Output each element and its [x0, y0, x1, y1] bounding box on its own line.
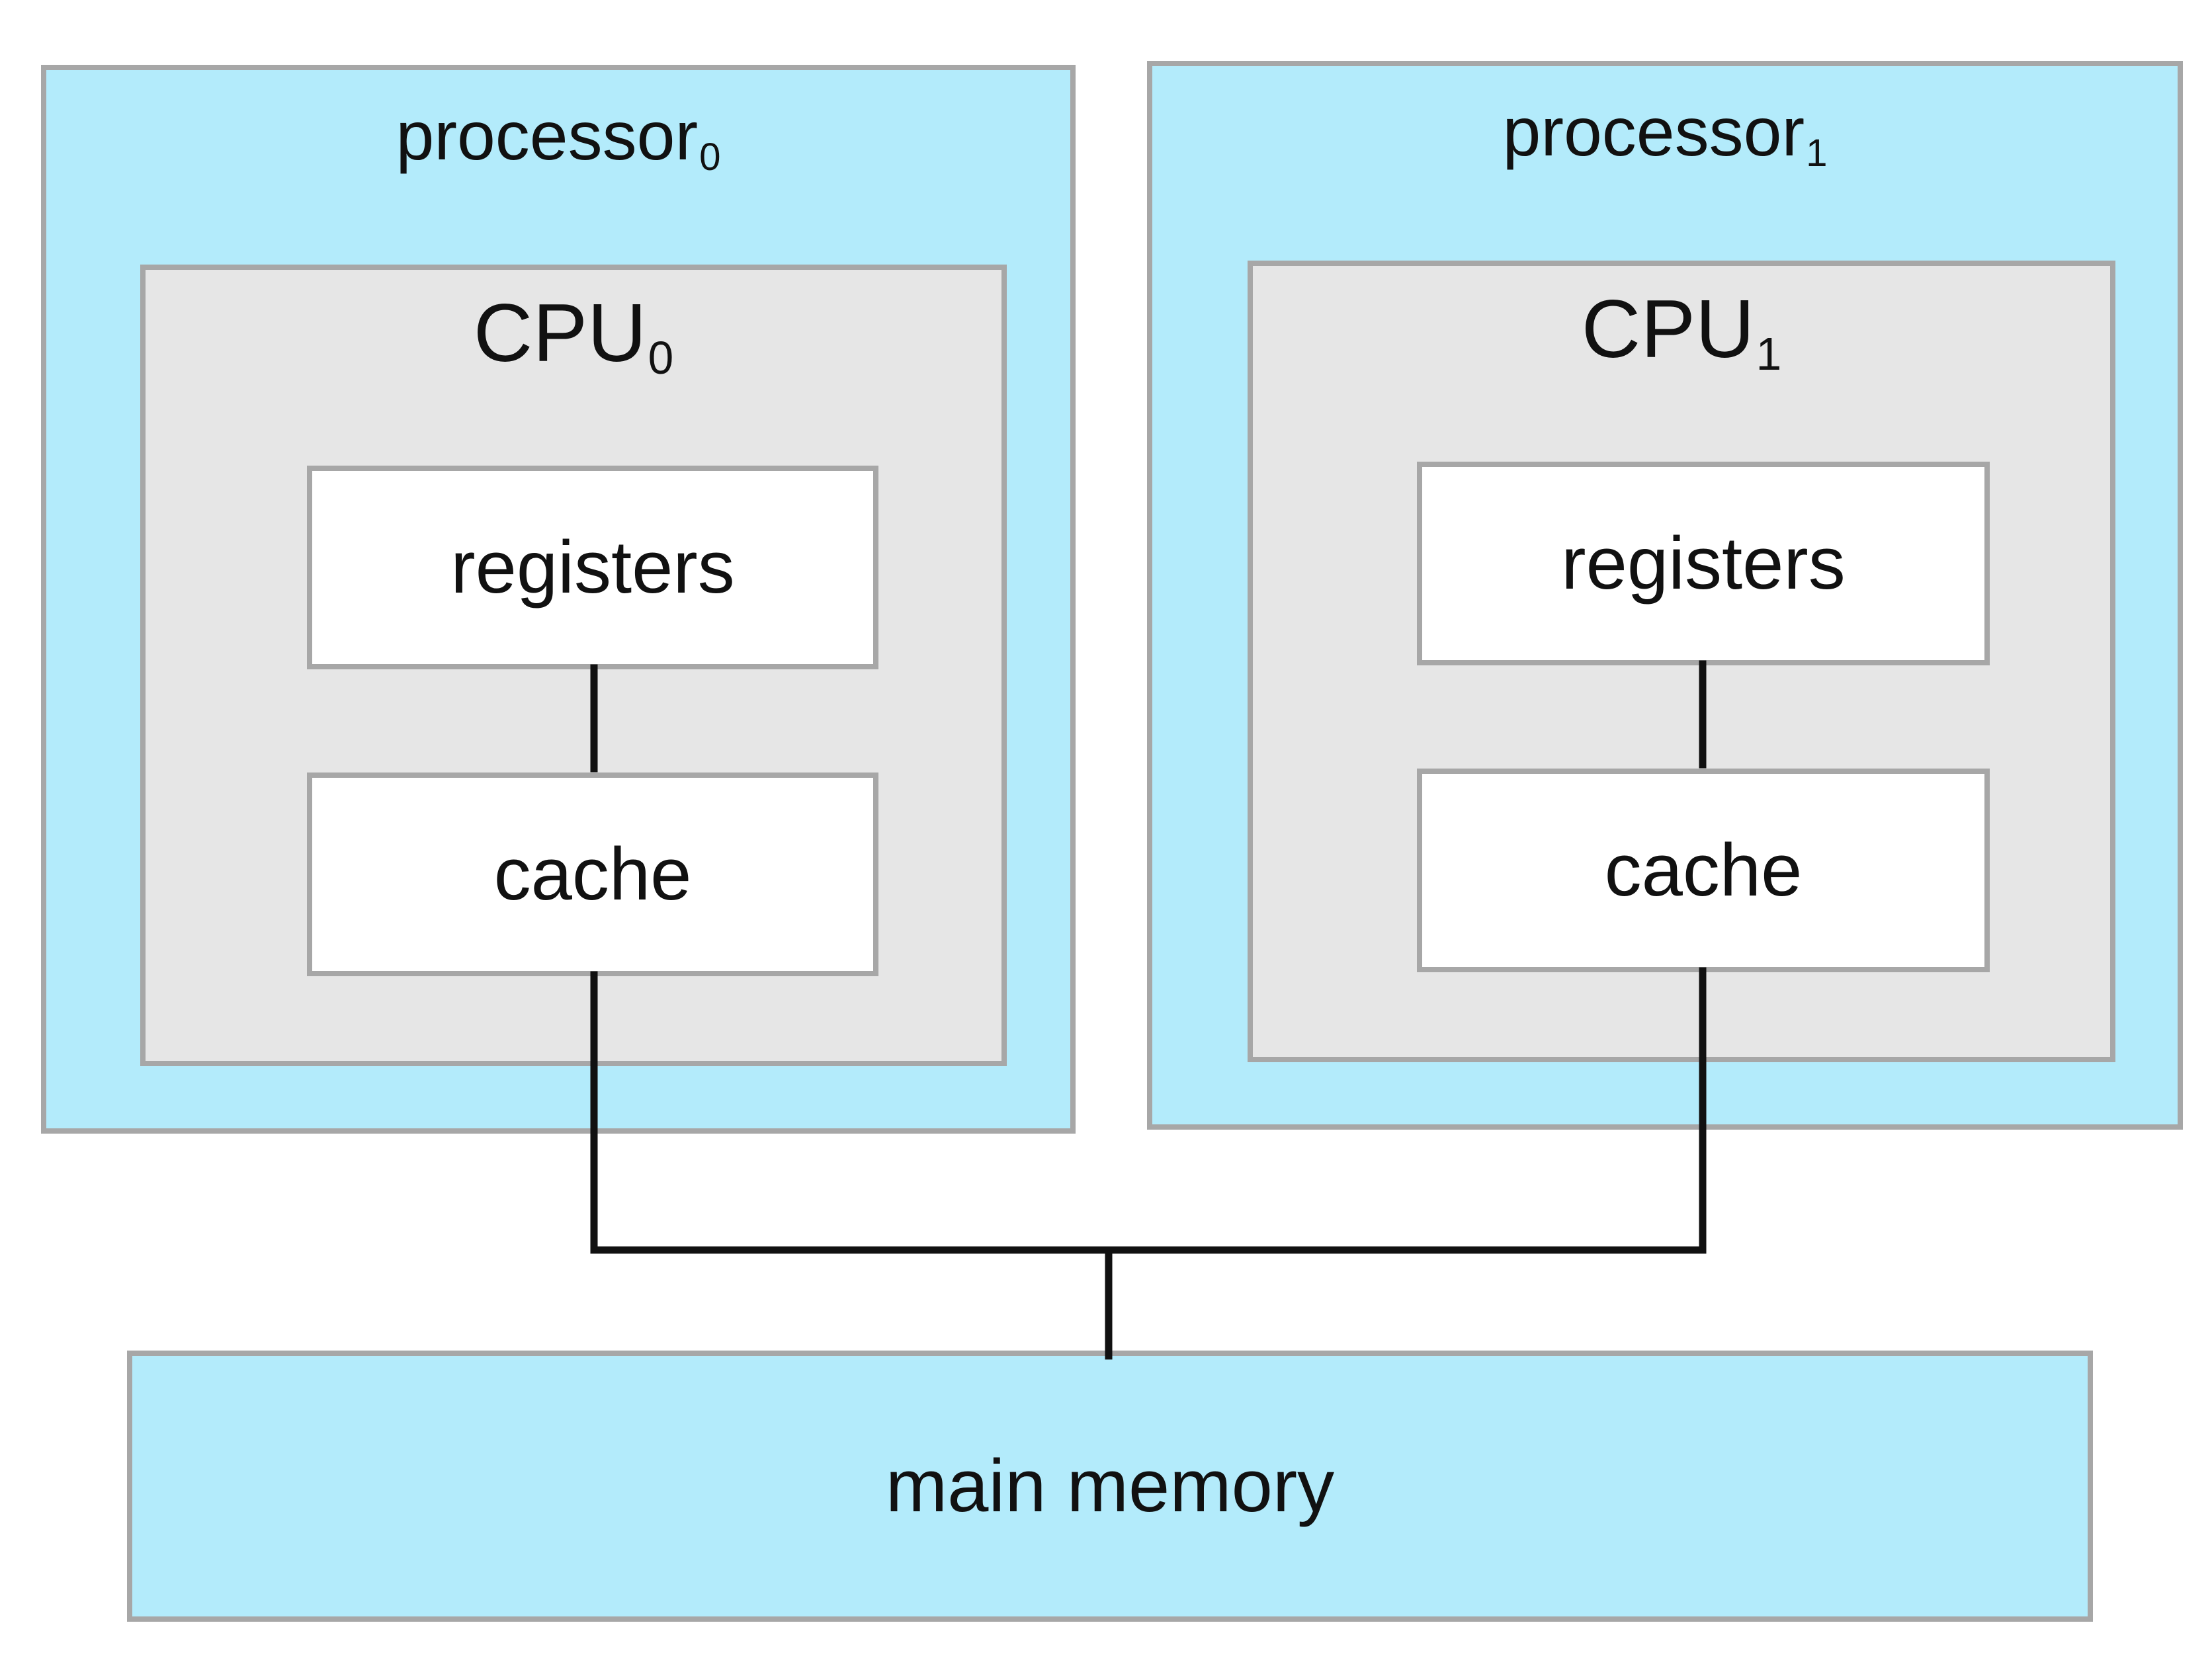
cpu-1-name: CPU — [1581, 284, 1755, 375]
registers-0-label: registers — [450, 526, 735, 608]
cpu-0-label: CPU0 — [146, 292, 1001, 382]
processor-0-name: processor — [396, 98, 699, 175]
cpu-1-index: 1 — [1756, 328, 1782, 380]
cache-1-box: cache — [1417, 769, 1990, 972]
cpu-0-box: CPU0 registers cache — [140, 265, 1007, 1066]
cpu-0-name: CPU — [473, 288, 647, 379]
processor-1-label: processor1 — [1152, 98, 2178, 173]
processor-1-box: processor1 CPU1 registers cache — [1147, 61, 2183, 1130]
processor-1-name: processor — [1502, 94, 1805, 171]
registers-1-box: registers — [1417, 462, 1990, 665]
cache-0-box: cache — [307, 773, 878, 976]
registers-0-box: registers — [307, 466, 878, 669]
main-memory-label: main memory — [885, 1444, 1335, 1527]
cpu-1-label: CPU1 — [1253, 288, 2110, 378]
registers-1-label: registers — [1561, 522, 1846, 605]
cache-0-label: cache — [493, 833, 692, 915]
processor-0-label: processor0 — [46, 102, 1070, 177]
processor-0-box: processor0 CPU0 registers cache — [41, 65, 1076, 1134]
cpu-1-box: CPU1 registers cache — [1248, 261, 2115, 1062]
cache-1-label: cache — [1604, 829, 1803, 911]
cpu-0-index: 0 — [648, 332, 674, 384]
processor-0-index: 0 — [699, 136, 721, 179]
main-memory-box: main memory — [127, 1351, 2093, 1622]
processor-1-index: 1 — [1806, 132, 1828, 175]
